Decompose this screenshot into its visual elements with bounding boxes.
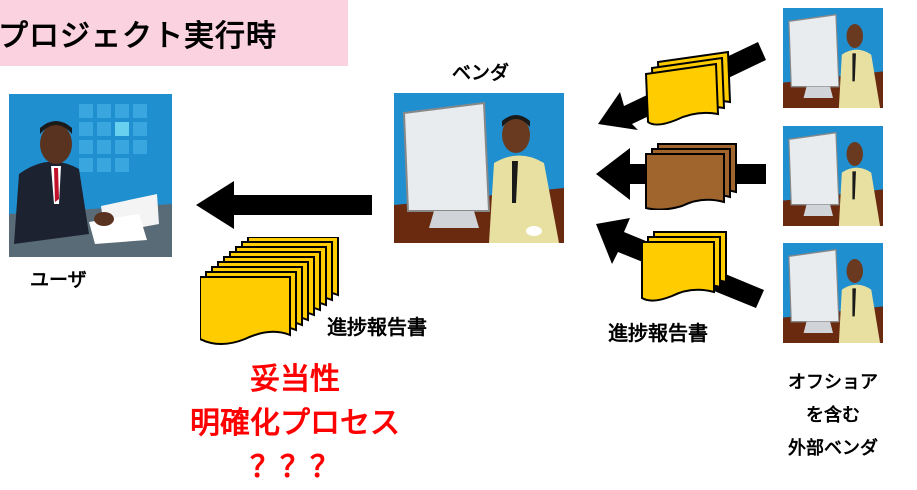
external-vendor-image-2 — [783, 126, 883, 226]
user-label: ユーザ — [30, 269, 87, 291]
page-title: プロジェクト実行時 — [0, 19, 277, 54]
external-vendor-image-3 — [783, 243, 883, 343]
external-vendor-label-2: を含む — [806, 405, 860, 426]
question-line-3: ？？？ — [250, 450, 340, 485]
progress-report-stack-icon — [200, 237, 345, 347]
question-line-2: 明確化プロセス — [190, 406, 400, 441]
external-vendor-label-1: オフショア — [788, 372, 878, 393]
vendor-label: ベンダ — [452, 62, 510, 84]
title-banner: プロジェクト実行時 — [0, 0, 348, 66]
external-vendor-label-3: 外部ベンダ — [788, 438, 878, 459]
vendor-person-image — [394, 93, 564, 243]
arrow-to-user — [196, 181, 372, 231]
question-line-1: 妥当性 — [250, 362, 340, 397]
arrow-from-vendor-3 — [596, 218, 766, 308]
external-vendor-image-1 — [783, 8, 883, 108]
arrow-from-vendor-2 — [596, 140, 766, 210]
report-label-right: 進捗報告書 — [608, 321, 708, 345]
report-label-center: 進捗報告書 — [327, 315, 427, 339]
user-businessman-image — [9, 94, 172, 257]
arrow-from-vendor-1 — [598, 42, 768, 132]
